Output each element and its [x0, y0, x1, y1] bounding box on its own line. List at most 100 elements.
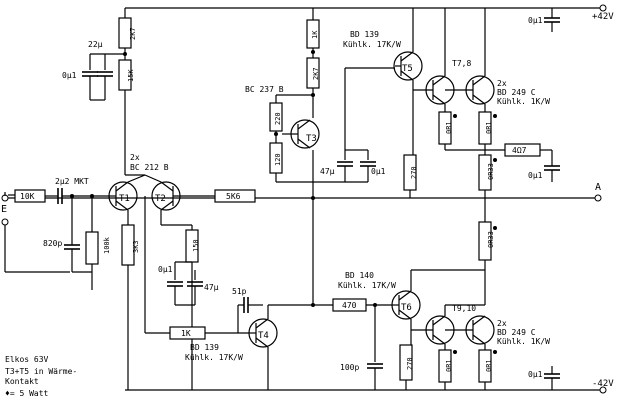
resistor-0r1-b [478, 111, 492, 150]
resistor-0r33-b [478, 198, 492, 305]
t4-heatsink: Kühlk. 17K/W [185, 353, 243, 362]
resistor-3k3-label: 3K3 [132, 240, 140, 253]
negative-rail-label: -42V [592, 379, 614, 389]
t6-type: BD 140 [345, 271, 374, 280]
t6-label: T6 [401, 303, 412, 313]
t910-type: BD 249 C [497, 328, 536, 337]
t3-label: T3 [306, 134, 317, 144]
note-line4: ♦= 5 Watt [5, 389, 49, 398]
input-terminal-label: E [1, 204, 7, 215]
resistor-270-bot-label: 270 [406, 357, 414, 370]
t3-bias-resistors [269, 93, 315, 183]
resistor-1k-top-label: 1K [311, 30, 319, 39]
resistor-0r1-d-label: 0R1 [485, 359, 493, 372]
resistor-100k [72, 194, 99, 290]
t6-heatsink: Kühlk. 17K/W [338, 281, 396, 290]
resistor-0r1-c [438, 349, 452, 390]
positive-rail [125, 4, 607, 12]
transistor-t78-b [445, 8, 495, 112]
capacitor-input-label: 2µ2 MKT [55, 177, 89, 186]
capacitor-820p [64, 194, 80, 272]
resistor-270-top-label: 270 [410, 166, 418, 179]
resistor-0r1-d [478, 349, 492, 390]
capacitor-0u1-mid-label: 0µ1 [371, 167, 386, 176]
resistor-0r33-a [478, 154, 492, 198]
capacitor-51p [237, 297, 263, 333]
five-watt-markers [453, 114, 497, 354]
feedback-caps [167, 261, 203, 306]
capacitor-47u-left-label: 47µ [204, 283, 219, 292]
note-line2: T3+T5 in Wärme- [5, 367, 77, 376]
capacitor-100p [367, 303, 383, 390]
capacitor-51p-label: 51p [232, 287, 247, 296]
capacitor-820p-label: 820p [43, 239, 62, 248]
capacitor-0u1-pos-label: 0µ1 [528, 16, 543, 25]
capacitor-out [540, 149, 560, 182]
input-section [1, 192, 70, 273]
resistor-0r33-a-label: 0R33 [487, 163, 495, 180]
transistor-t4 [248, 305, 278, 390]
resistor-150-label: 150 [192, 239, 200, 252]
capacitor-47u-mid-label: 47µ [320, 167, 335, 176]
resistor-15k-label: 15K [127, 69, 135, 82]
resistor-100k-label: 100k [103, 236, 111, 254]
t5-heatsink: Kühlk. 17K/W [343, 40, 401, 49]
resistor-0r1-a-label: 0R1 [445, 121, 453, 134]
t1-label: T1 [119, 194, 130, 204]
t78-count: 2x [497, 79, 507, 88]
resistor-0r1-c-label: 0R1 [445, 359, 453, 372]
resistor-0r1-b-label: 0R1 [485, 121, 493, 134]
t5-label: T5 [402, 64, 413, 74]
resistor-5k6-label: 5K6 [226, 192, 241, 201]
transistor-t5 [345, 8, 423, 155]
resistor-5k6 [214, 189, 256, 203]
note-line1: Elkos 63V [5, 355, 49, 364]
resistor-2k7-top-label: 2K7 [129, 27, 137, 40]
negative-rail [125, 386, 607, 394]
capacitor-22u-label: 22µ [88, 40, 103, 49]
transistor-t6 [391, 269, 485, 345]
transistor-t2 [151, 181, 215, 211]
output-terminal-label: A [595, 182, 601, 193]
t910-heatsink: Kühlk. 1K/W [497, 337, 550, 346]
positive-rail-label: +42V [592, 12, 614, 22]
t78-type: BD 249 C [497, 88, 536, 97]
resistor-3k3 [121, 210, 135, 390]
resistor-470 [313, 298, 393, 312]
tail-network [82, 8, 162, 183]
resistor-4r7-label: 4Ω7 [512, 146, 527, 155]
transistor-t78-a [413, 8, 455, 112]
transistor-t3 [282, 119, 320, 149]
resistor-0r1-a [438, 111, 452, 150]
resistor-270-bot [399, 344, 413, 390]
t4-label: T4 [258, 331, 269, 341]
resistor-120-label: 120 [274, 153, 282, 166]
transistor-t910-b [445, 315, 495, 350]
transistor-t910-a [411, 304, 485, 350]
capacitor-0u1-topleft-label: 0µ1 [62, 71, 77, 80]
resistor-220-label: 220 [274, 112, 282, 125]
resistor-10k-label: 10K [20, 192, 35, 201]
capacitor-input [45, 188, 110, 204]
resistor-470-label: 470 [342, 301, 357, 310]
resistor-2k7-mid-label: 2K7 [312, 67, 320, 80]
t2-label: T2 [155, 194, 166, 204]
t4-type: BD 139 [190, 343, 219, 352]
capacitor-pos-rail [544, 8, 560, 32]
capacitor-0u1-out-label: 0µ1 [528, 171, 543, 180]
t78-heatsink: Kühlk. 1K/W [497, 97, 550, 106]
transistor-t1 [108, 181, 138, 211]
mid-caps [313, 68, 376, 183]
capacitor-100p-label: 100p [340, 363, 359, 372]
t3-type: BC 237 B [245, 85, 284, 94]
t5-type: BD 139 [350, 30, 379, 39]
capacitor-0u1-neg-label: 0µ1 [528, 370, 543, 379]
note-line3: Kontakt [5, 377, 39, 386]
capacitor-neg-rail [544, 366, 560, 390]
resistor-1k-feedback-label: 1K [181, 329, 191, 338]
resistor-0r33-b-label: 0R33 [487, 231, 495, 248]
t910-count: 2x [497, 319, 507, 328]
capacitor-0u1-left-label: 0µ1 [158, 265, 173, 274]
